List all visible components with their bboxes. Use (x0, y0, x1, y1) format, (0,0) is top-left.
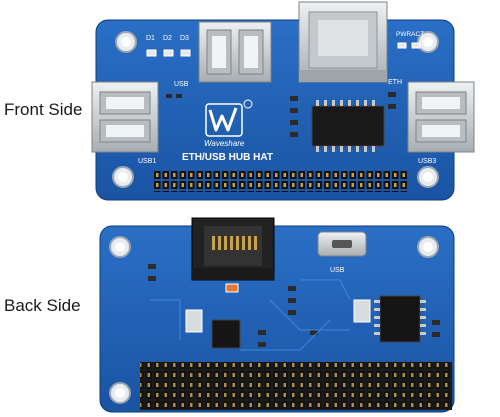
back-orange-component (225, 283, 239, 293)
back-qfn-chip (211, 319, 241, 349)
front-usb-right-port (407, 81, 475, 153)
crystal-left (185, 309, 203, 333)
brand-text: Waveshare (204, 139, 245, 148)
board-title: ETH/USB HUB HAT (182, 152, 273, 163)
front-usb-left-port (91, 81, 159, 153)
usb3-label: USB3 (418, 158, 436, 165)
front-usb-top-port (198, 21, 272, 83)
eth-label: ETH (388, 79, 402, 86)
front-mounting-holes (112, 31, 439, 188)
front-gpio-holes (152, 170, 408, 192)
usb1-label: USB1 (138, 158, 156, 165)
micro-usb-port (317, 231, 367, 257)
waveshare-logo (205, 99, 253, 137)
ethernet-jack (298, 1, 388, 83)
back-soic-chip (374, 295, 426, 343)
back-traces (150, 279, 351, 351)
usb-top-label: USB (174, 81, 189, 88)
led-indicators: D1 D2 D3 (146, 35, 191, 57)
led-label-d2: D2 (163, 35, 172, 42)
back-ethernet-housing (191, 217, 275, 281)
back-passives (148, 264, 440, 347)
front-side-label: Front Side (4, 100, 83, 119)
back-side-label: Back Side (4, 296, 81, 315)
act-led (411, 42, 421, 49)
front-board: D1 D2 D3 USB PWRACT (91, 1, 475, 201)
led-label-d3: D3 (180, 35, 189, 42)
back-usb-label: USB (330, 267, 345, 274)
led-label-d1: D1 (146, 35, 155, 42)
pwr-led (397, 42, 407, 49)
front-ic-chip (311, 100, 385, 152)
back-gpio-header (140, 362, 452, 410)
front-passives (166, 92, 396, 137)
back-board: USB (99, 217, 455, 413)
pwr-act-label: PWRACT (396, 31, 424, 38)
crystal-right (353, 299, 371, 323)
